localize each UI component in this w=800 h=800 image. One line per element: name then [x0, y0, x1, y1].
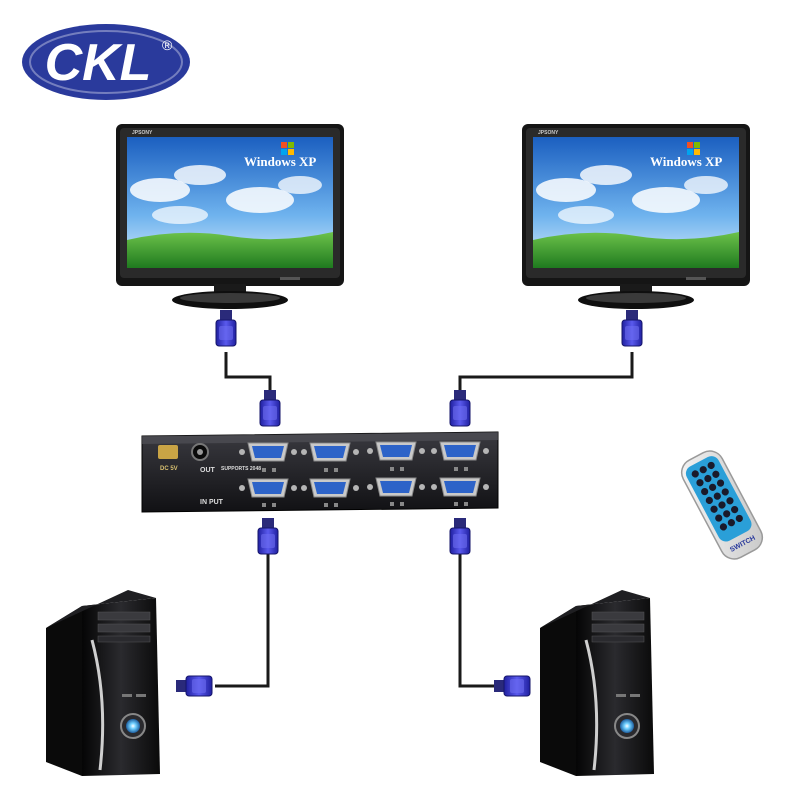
drive-bay: [97, 611, 151, 621]
vga-connector-box-in-left: [257, 517, 279, 555]
vga-connector-pc-left: [175, 675, 213, 697]
drive-bay: [591, 611, 645, 621]
windows-flag-icon: [687, 142, 700, 155]
cables: [215, 352, 634, 688]
cable-monitor-left: [224, 352, 272, 395]
pc-left: [46, 590, 160, 776]
logo-ellipse: [22, 24, 190, 100]
power-led-icon: [126, 719, 140, 733]
drive-bay: [97, 623, 151, 633]
remote-buttons: [691, 461, 743, 531]
power-led-icon: [620, 719, 634, 733]
vga-connector-box-out-left: [259, 389, 281, 427]
cable-monitor-right: [458, 352, 634, 395]
drive-bay: [591, 623, 645, 633]
pc-right: [540, 590, 654, 776]
vga-connector-monitor-right: [621, 309, 643, 347]
kvm-switch-box: DC 5V OUT SUPPORTS 2048 IN PUT: [141, 431, 499, 513]
out-label: OUT: [200, 467, 216, 474]
dc-label: DC 5V: [160, 466, 178, 472]
pc-side: [540, 606, 576, 776]
vga-connector-monitor-left: [215, 309, 237, 347]
logo-registered-mark: ®: [162, 37, 173, 53]
vga-connector-pc-right: [493, 675, 531, 697]
monitor-brand: JPSONY: [132, 130, 153, 136]
cable-pc-right: [458, 553, 500, 688]
logo-text: CKL: [45, 34, 152, 92]
monitor-screen: Windows XP: [127, 137, 333, 268]
monitor-screen: Windows XP: [533, 137, 739, 268]
dc-power-jack: [158, 443, 209, 461]
os-label: Windows XP: [650, 154, 722, 169]
monitor-right: JPSONY Windows XP: [522, 124, 750, 309]
input-label: IN PUT: [200, 499, 224, 506]
os-label: Windows XP: [244, 154, 316, 169]
pc-side: [46, 606, 82, 776]
monitor-left: JPSONY Windows XP: [116, 124, 344, 309]
vga-connector-box-in-right: [449, 517, 471, 555]
windows-flag-icon: [281, 142, 294, 155]
resolution-label: SUPPORTS 2048: [221, 466, 261, 472]
cable-pc-left: [215, 553, 270, 688]
vga-connector-box-out-right: [449, 389, 471, 427]
monitor-brand: JPSONY: [538, 130, 559, 136]
remote-control: SWITCH: [680, 450, 764, 560]
ckl-logo: CKL ®: [22, 24, 190, 100]
port-leds: [262, 467, 468, 507]
